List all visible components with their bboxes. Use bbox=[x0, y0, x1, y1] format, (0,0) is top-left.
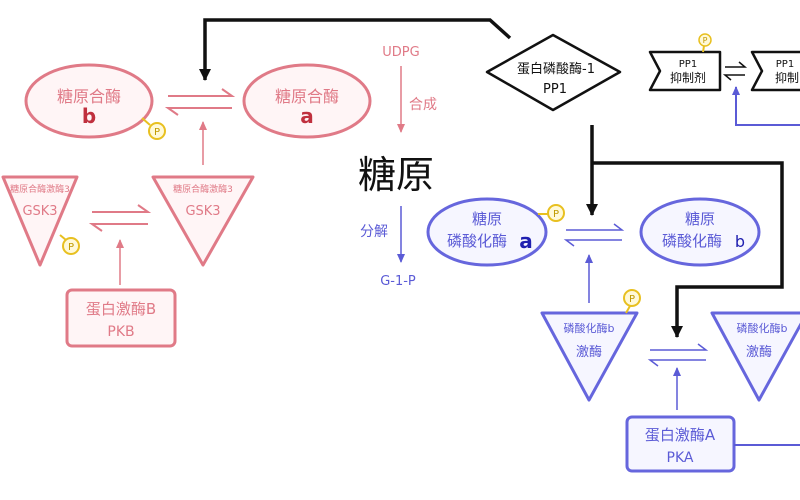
phosphorylase-a-form: a bbox=[519, 229, 533, 253]
synthase-a-form: a bbox=[300, 104, 314, 128]
synthase-equilibrium-arrows bbox=[164, 88, 236, 116]
phosphate-group-icon: P bbox=[59, 234, 80, 255]
pp1-to-kinase-arrow bbox=[592, 161, 784, 338]
pp1-inhibitor-phospho-line1: PP1 bbox=[679, 59, 697, 70]
pkb-name: 蛋白激酶B bbox=[86, 300, 156, 318]
phosphate-group-icon: P bbox=[698, 33, 712, 53]
synthesis-label: 合成 bbox=[409, 97, 437, 113]
kinase-active-line2: 激酶 bbox=[576, 344, 602, 360]
glycogen-label: 糖原 bbox=[358, 153, 434, 197]
pp1-abbr: PP1 bbox=[543, 82, 567, 97]
phosphorylase-kinase-active-node[interactable]: 磷酸化酶b 激酶 bbox=[540, 311, 639, 402]
phospho-label: P bbox=[629, 294, 635, 305]
pp1-node[interactable]: 蛋白磷酸酶-1 PP1 bbox=[485, 33, 622, 112]
phosphate-group-icon: P bbox=[623, 289, 641, 314]
pka-name: 蛋白激酶A bbox=[645, 426, 716, 444]
phosphorylase-b-node[interactable]: 糖原 磷酸化酶 b bbox=[639, 197, 761, 267]
synthase-b-name: 糖原合酶 bbox=[57, 87, 121, 106]
kinase-active-line1: 磷酸化酶b bbox=[564, 321, 615, 335]
phosphorylase-b-form: b bbox=[735, 232, 745, 251]
pp1-to-synthase-arrow bbox=[199, 18, 512, 81]
pp1-inhibitor-node[interactable]: PP1 抑制 bbox=[750, 50, 800, 92]
gsk3-equilibrium-arrows bbox=[88, 204, 152, 232]
synthase-pathway: 糖原合酶 b P 糖原合酶 a 糖原合酶激酶3 GSK3 bbox=[1, 63, 372, 348]
pp1-inhibitor-phospho-line2: 抑制剂 bbox=[670, 70, 706, 85]
pka-abbr: PKA bbox=[667, 450, 694, 466]
synthase-b-form: b bbox=[82, 104, 96, 128]
pp1-inhibitor-phospho-node[interactable]: PP1 抑制剂 bbox=[648, 50, 722, 92]
gsk3-inactive-node[interactable]: 糖原合酶激酶3 GSK3 bbox=[1, 175, 79, 267]
pp1-inhibitor-line2: 抑制 bbox=[775, 70, 799, 85]
gsk3-active-node[interactable]: 糖原合酶激酶3 GSK3 bbox=[151, 175, 255, 267]
pkb-node[interactable]: 蛋白激酶B PKB bbox=[65, 288, 177, 348]
phospho-label: P bbox=[68, 242, 74, 253]
center-glycogen-pathway: UDPG 合成 糖原 分解 G-1-P bbox=[358, 45, 437, 289]
pp1-name: 蛋白磷酸酶-1 bbox=[517, 61, 595, 77]
phosphorylase-a-node[interactable]: 糖原 磷酸化酶 a bbox=[426, 197, 548, 267]
pka-to-inhibitor-line bbox=[732, 86, 800, 126]
udpg-label: UDPG bbox=[382, 45, 419, 60]
synthase-a-name: 糖原合酶 bbox=[275, 87, 339, 106]
g1p-label: G-1-P bbox=[380, 274, 416, 289]
breakdown-label: 分解 bbox=[360, 224, 388, 240]
phospho-label: P bbox=[553, 209, 559, 220]
phosphorylase-equilibrium-arrows bbox=[563, 223, 625, 247]
kinase-inactive-line1: 磷酸化酶b bbox=[737, 321, 788, 335]
pp1-section: 蛋白磷酸酶-1 PP1 PP1 抑制剂 P PP1 抑制 bbox=[485, 33, 800, 126]
phosphorylase-kinase-inactive-node[interactable]: 磷酸化酶b 激酶 bbox=[710, 311, 800, 402]
inhibitor-equilibrium-arrows bbox=[722, 61, 748, 81]
pka-node[interactable]: 蛋白激酶A PKA bbox=[625, 415, 736, 473]
phosphorylase-pathway: 糖原 磷酸化酶 a P 糖原 磷酸化酶 b 磷酸化酶b 激酶 bbox=[426, 197, 800, 473]
phosphorylase-a-line2: 磷酸化酶 bbox=[447, 232, 507, 250]
phosphorylase-a-line1: 糖原 bbox=[472, 210, 502, 228]
phospho-label: P bbox=[154, 127, 160, 138]
gsk3-active-name: 糖原合酶激酶3 bbox=[173, 183, 233, 195]
pkb-abbr: PKB bbox=[107, 324, 134, 340]
synthase-a-node[interactable]: 糖原合酶 a bbox=[242, 63, 372, 139]
phosphate-group-icon: P bbox=[141, 117, 166, 140]
phosphate-group-icon: P bbox=[538, 204, 565, 222]
pp1-control-lines bbox=[199, 18, 784, 338]
synthase-b-node[interactable]: 糖原合酶 b bbox=[24, 63, 154, 139]
pp1-inhibitor-line1: PP1 bbox=[776, 59, 794, 70]
gsk3-active-abbr: GSK3 bbox=[185, 204, 220, 219]
kinase-equilibrium-arrows bbox=[647, 343, 709, 367]
kinase-inactive-line2: 激酶 bbox=[746, 344, 772, 360]
phosphorylase-b-line2: 磷酸化酶 bbox=[662, 232, 722, 250]
gsk3-inactive-name: 糖原合酶激酶3 bbox=[10, 183, 70, 195]
phosphorylase-b-line1: 糖原 bbox=[685, 210, 715, 228]
phospho-label: P bbox=[703, 36, 708, 45]
gsk3-inactive-abbr: GSK3 bbox=[22, 204, 57, 219]
